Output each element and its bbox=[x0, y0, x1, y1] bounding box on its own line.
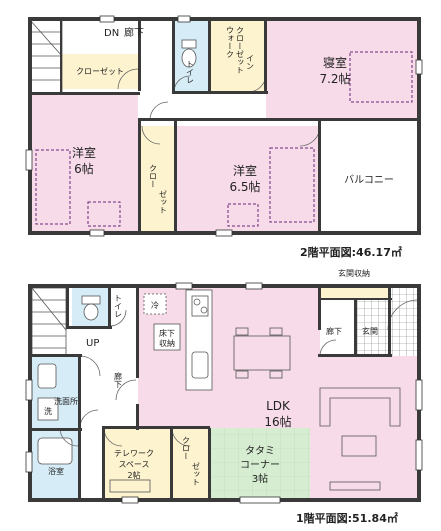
label-toilet-1f: トイレ bbox=[114, 294, 123, 318]
windows-2f bbox=[25, 15, 423, 237]
label-western65-size: 6.5帖 bbox=[229, 179, 260, 194]
label-walkin-2: クローゼット bbox=[236, 26, 245, 74]
label-western65: 洋室 bbox=[233, 163, 257, 178]
label-entrance: 玄関 bbox=[362, 326, 378, 336]
label-floor-storage-2: 収納 bbox=[159, 338, 175, 348]
label-closet-1f-1: クロー bbox=[182, 436, 191, 460]
labels-1f: 玄関収納 トイレ 冷 床下 収納 UP 廊下 廊下 玄関 洗 洗面所 浴室 LD… bbox=[44, 268, 378, 486]
label-wash-mark: 洗 bbox=[44, 406, 52, 416]
washbasin bbox=[37, 363, 57, 389]
label-toilet-2f: トイレ bbox=[186, 60, 195, 84]
stairs-2f bbox=[29, 19, 63, 95]
label-bedroom-size: 7.2帖 bbox=[319, 71, 350, 86]
entrance-storage bbox=[320, 288, 390, 300]
label-telework-1: テレワーク bbox=[114, 449, 154, 458]
coffee-table bbox=[341, 435, 377, 457]
entrance bbox=[356, 300, 390, 356]
hall-1f-left bbox=[80, 326, 136, 428]
western-room-65 bbox=[176, 126, 320, 232]
label-washroom: 洗面所 bbox=[54, 396, 78, 406]
label-bedroom: 寝室 bbox=[323, 55, 347, 70]
label-bath: 浴室 bbox=[48, 466, 64, 476]
caption-floor2: 2階平面図:46.17㎡ bbox=[300, 245, 402, 259]
label-closet-mid-2: ゼット bbox=[159, 190, 168, 214]
stairs-1f bbox=[31, 287, 67, 357]
caption-floor1: 1階平面図:51.84㎡ bbox=[296, 511, 398, 525]
walkin-closet bbox=[210, 20, 266, 92]
label-balcony: バルコニー bbox=[344, 174, 394, 186]
tv-board bbox=[329, 481, 381, 491]
sink bbox=[191, 351, 209, 379]
bed-bedroom bbox=[349, 51, 413, 103]
windows-1f bbox=[25, 282, 423, 504]
label-ldk: LDK bbox=[266, 399, 291, 413]
label-floor-storage-1: 床下 bbox=[159, 328, 175, 338]
label-closet-1f-2: ゼット bbox=[192, 462, 201, 486]
labels-2f: DN 廊下 クローゼット トイレ ウォーク クローゼット イン 寝室 7.2帖 … bbox=[72, 26, 394, 214]
label-storage: 玄関収納 bbox=[338, 268, 370, 278]
closet-1f bbox=[172, 428, 210, 498]
fridge-box bbox=[143, 293, 167, 315]
label-telework-3: 2帖 bbox=[127, 470, 140, 480]
dining-table bbox=[233, 335, 291, 371]
label-telework-2: スペース bbox=[118, 460, 149, 469]
label-up: UP bbox=[86, 338, 99, 349]
label-closet-mid-1: クロー bbox=[149, 164, 158, 188]
toilet-fixture-2f bbox=[181, 39, 197, 68]
furniture-1f bbox=[109, 327, 401, 493]
label-tatami-3: 3帖 bbox=[252, 472, 268, 485]
closet-left-2f bbox=[62, 54, 138, 89]
telework-space bbox=[104, 428, 172, 498]
hall-2f bbox=[138, 20, 174, 120]
bedroom bbox=[266, 20, 418, 120]
label-hall-1f-right: 廊下 bbox=[326, 326, 342, 336]
label-closet-left-2f: クローゼット bbox=[76, 66, 124, 76]
balcony bbox=[320, 126, 418, 232]
fixtures-1f bbox=[37, 289, 213, 465]
hall-1f-right bbox=[320, 300, 356, 356]
label-hall-2f: 廊下 bbox=[124, 26, 144, 39]
telework-desk bbox=[109, 479, 151, 493]
label-dn: DN bbox=[104, 28, 119, 39]
floor2-fills bbox=[30, 20, 418, 232]
washer bbox=[37, 397, 59, 421]
label-tatami-1: タタミ bbox=[245, 445, 275, 457]
furniture-2f bbox=[35, 51, 413, 227]
label-tatami-2: コーナー bbox=[240, 459, 280, 471]
label-western6: 洋室 bbox=[72, 145, 96, 160]
desk-western6 bbox=[87, 201, 121, 227]
bed-western65 bbox=[269, 147, 315, 223]
tatami-corner bbox=[210, 428, 310, 498]
label-western6-size: 6帖 bbox=[74, 161, 94, 176]
closet-mid-2f bbox=[140, 126, 176, 232]
label-fridge: 冷 bbox=[151, 300, 159, 310]
floor1-fills bbox=[32, 288, 418, 498]
western-room-6 bbox=[30, 94, 138, 232]
bed-western6 bbox=[35, 149, 71, 225]
ldk-lower-right bbox=[310, 356, 418, 498]
entrance-right-tiles bbox=[390, 288, 418, 356]
label-ldk-size: 16帖 bbox=[264, 414, 291, 429]
label-walkin-3: イン bbox=[246, 54, 255, 70]
bathtub bbox=[37, 437, 73, 465]
label-walkin-1: ウォーク bbox=[226, 26, 235, 58]
desk-western65 bbox=[227, 203, 259, 227]
label-hall-1f-left: 廊下 bbox=[114, 371, 123, 389]
stove bbox=[191, 295, 209, 317]
floor-storage-box bbox=[153, 323, 181, 351]
sofa bbox=[319, 387, 401, 427]
